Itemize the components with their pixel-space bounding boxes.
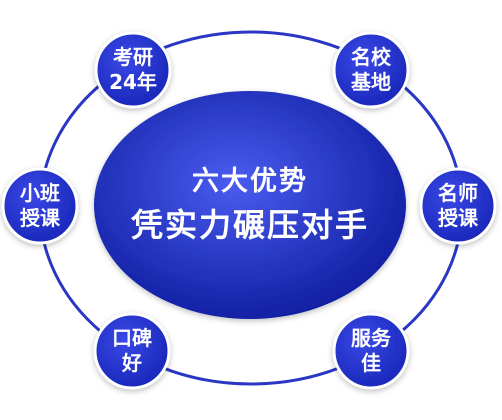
node-line-2: 基地 <box>351 70 391 94</box>
node-line-2: 佳 <box>361 351 381 375</box>
node-small-class: 小班 授课 <box>0 166 80 246</box>
node-line-1: 名校 <box>351 45 391 69</box>
node-circle-exam <box>94 31 172 109</box>
node-line-2: 24年 <box>109 70 157 94</box>
node-famous-teacher: 名师 授课 <box>418 166 498 246</box>
node-circle-reputation <box>93 312 171 390</box>
node-line-1: 考研 <box>113 45 153 69</box>
node-circle-small-class <box>1 167 79 245</box>
center-title-line-1: 六大优势 <box>192 166 308 197</box>
node-circle-service <box>332 312 410 390</box>
node-famous-school-base: 名校 基地 <box>331 30 411 110</box>
node-line-1: 名师 <box>438 181 478 205</box>
node-circle-school <box>332 31 410 109</box>
center-title-line-2: 凭实力碾压对手 <box>130 206 369 244</box>
node-good-reputation: 口碑 好 <box>92 311 172 391</box>
node-line-2: 授课 <box>20 206 60 230</box>
node-line-1: 服务 <box>351 326 391 350</box>
center-title: 六大优势 凭实力碾压对手 <box>105 140 395 270</box>
node-exam-years: 考研 24年 <box>93 30 173 110</box>
node-line-2: 好 <box>122 351 142 375</box>
node-good-service: 服务 佳 <box>331 311 411 391</box>
center-circle <box>94 91 406 319</box>
node-line-1: 口碑 <box>112 326 152 350</box>
node-line-1: 小班 <box>20 181 60 205</box>
node-line-2: 授课 <box>438 206 478 230</box>
node-circle-famous-teacher <box>419 167 497 245</box>
